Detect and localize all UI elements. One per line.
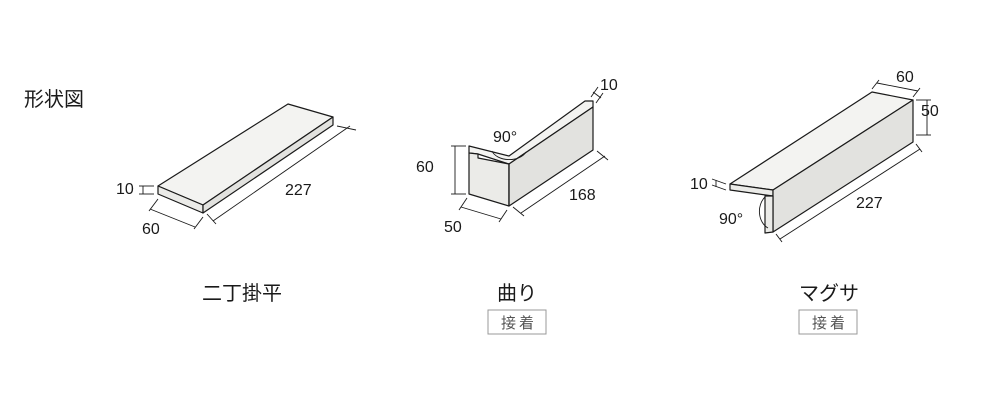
- dim-angle-label: 90°: [493, 129, 517, 146]
- dim-thickness: 10: [590, 77, 618, 104]
- angle-arc: [491, 150, 527, 161]
- dim-width-label: 60: [896, 69, 914, 86]
- dim-angle-label: 90°: [719, 211, 743, 228]
- page-heading: 形状図: [24, 87, 84, 111]
- dim-thickness-label: 10: [600, 77, 618, 94]
- dim-length: 168: [512, 150, 609, 217]
- dim-width: 60: [871, 69, 921, 98]
- dim-thickness: 10: [690, 176, 727, 193]
- dim-height: 50: [916, 99, 939, 136]
- dim-length-label: 227: [285, 182, 312, 199]
- dim-width: 60: [142, 198, 204, 238]
- dim-depth-label: 50: [444, 219, 462, 236]
- shape-magari: 90° 10 60 50 168 曲り: [416, 77, 618, 335]
- shape-magusa: 90° 60 50 10 227 マグサ: [690, 69, 939, 335]
- dim-width-label: 60: [142, 221, 160, 238]
- adhesive-badge: 接着: [487, 309, 547, 335]
- dim-length-label: 227: [856, 195, 883, 212]
- dim-length: 227: [775, 143, 923, 243]
- dim-length-label: 168: [569, 187, 596, 204]
- dim-thickness-label: 10: [116, 181, 134, 198]
- lintel-end-face: [764, 195, 774, 234]
- dim-height-label: 50: [921, 103, 939, 120]
- dim-depth: 50: [444, 197, 508, 236]
- adhesive-badge-label: 接着: [501, 314, 537, 332]
- shape-name-label: 曲り: [497, 281, 537, 305]
- adhesive-badge-label: 接着: [812, 314, 848, 332]
- dim-thickness-label: 10: [690, 176, 708, 193]
- dim-length: 227: [206, 125, 357, 225]
- dim-thickness: 10: [116, 181, 154, 198]
- adhesive-badge: 接着: [798, 309, 858, 335]
- dim-height: 60: [416, 145, 466, 195]
- angle-arc: [758, 196, 769, 229]
- tile-side-face: [202, 116, 334, 214]
- shape-nichogake-hira: 10 60 227 二丁掛平: [116, 103, 357, 305]
- dim-height-label: 60: [416, 159, 434, 176]
- shape-name-label: マグサ: [799, 281, 859, 305]
- shape-name-label: 二丁掛平: [202, 281, 282, 305]
